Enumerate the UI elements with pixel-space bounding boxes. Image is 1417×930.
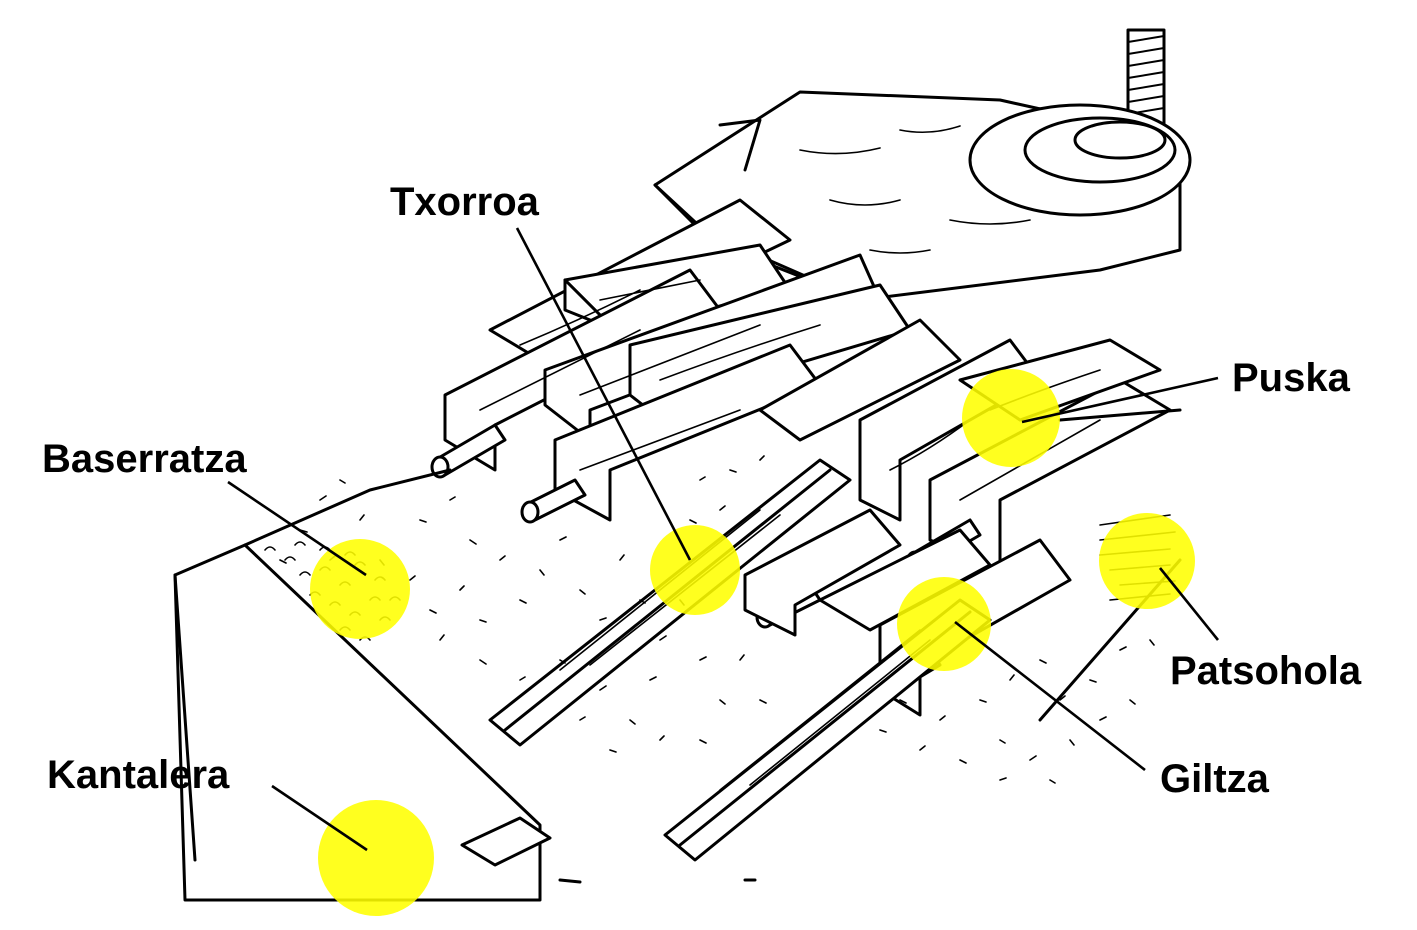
press-trough — [173, 468, 757, 902]
baserratza-label: Baserratza — [42, 437, 247, 481]
kantalera-label: Kantalera — [47, 753, 230, 797]
kantalera-highlight — [318, 800, 434, 916]
kantalera-leader — [271, 784, 368, 852]
giltza-label: Giltza — [1160, 757, 1270, 801]
patsohola-leader — [1158, 567, 1220, 641]
giltza-leader — [954, 620, 1146, 772]
patsohola-highlight — [1099, 513, 1195, 609]
baserratza-highlight — [310, 539, 410, 639]
baserratza-leader — [227, 480, 367, 577]
press-beam — [653, 90, 1192, 302]
giltza-highlight — [897, 577, 991, 671]
highlight-markers — [310, 369, 1195, 916]
txorroa-label: Txorroa — [390, 180, 540, 224]
press-screw — [1126, 28, 1166, 127]
patsohola-label: Patsohola — [1170, 649, 1362, 693]
txorroa-leader — [515, 227, 692, 561]
part-labels: Txorroa Puska Baserratza Patsohola Kanta… — [42, 180, 1362, 801]
puska-highlight — [962, 369, 1060, 467]
press-illustration — [173, 28, 1192, 902]
pomace-texture — [279, 455, 1155, 784]
txorroa-highlight — [650, 525, 740, 615]
puska-leader — [1021, 376, 1219, 424]
puska-label: Puska — [1232, 356, 1351, 400]
leader-lines — [227, 227, 1220, 852]
